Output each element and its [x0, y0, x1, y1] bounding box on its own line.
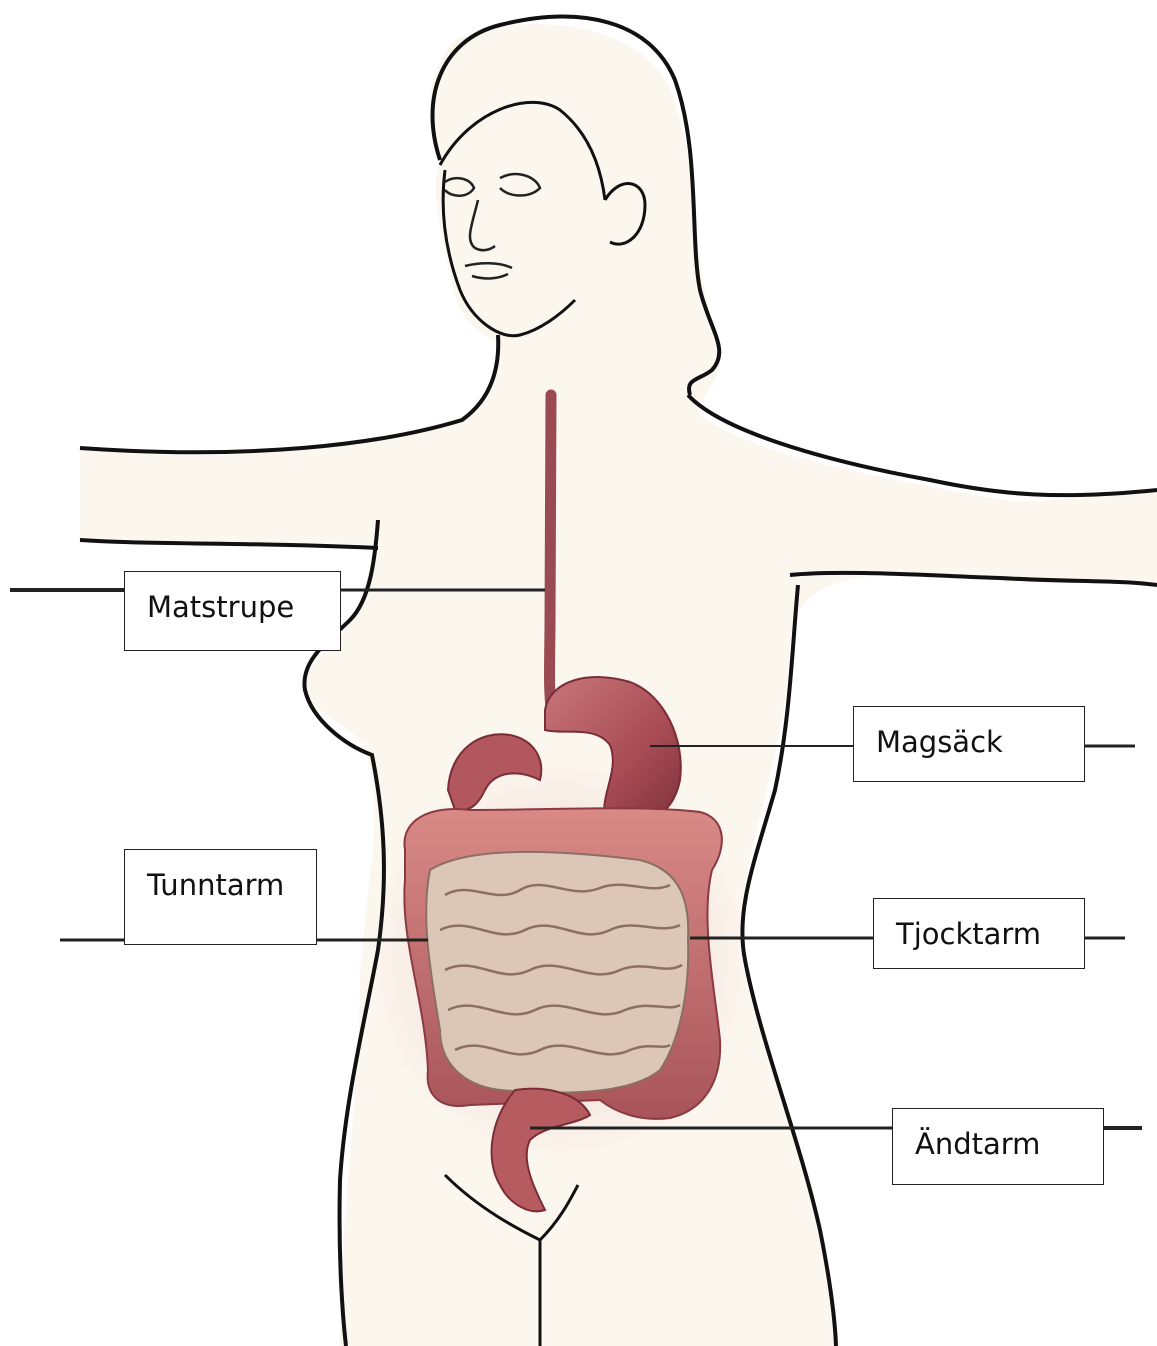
label-andtarm: Ändtarm: [892, 1108, 1104, 1185]
label-tjocktarm: Tjocktarm: [873, 898, 1085, 969]
label-matstrupe-text: Matstrupe: [147, 590, 294, 624]
label-tunntarm: Tunntarm: [124, 849, 317, 945]
label-magsack-text: Magsäck: [876, 725, 1003, 759]
label-matstrupe: Matstrupe: [124, 571, 341, 651]
label-tjocktarm-text: Tjocktarm: [896, 917, 1041, 951]
label-andtarm-text: Ändtarm: [915, 1127, 1040, 1161]
label-magsack: Magsäck: [853, 706, 1085, 782]
label-tunntarm-text: Tunntarm: [147, 868, 284, 902]
esophagus-tube: [550, 395, 553, 715]
